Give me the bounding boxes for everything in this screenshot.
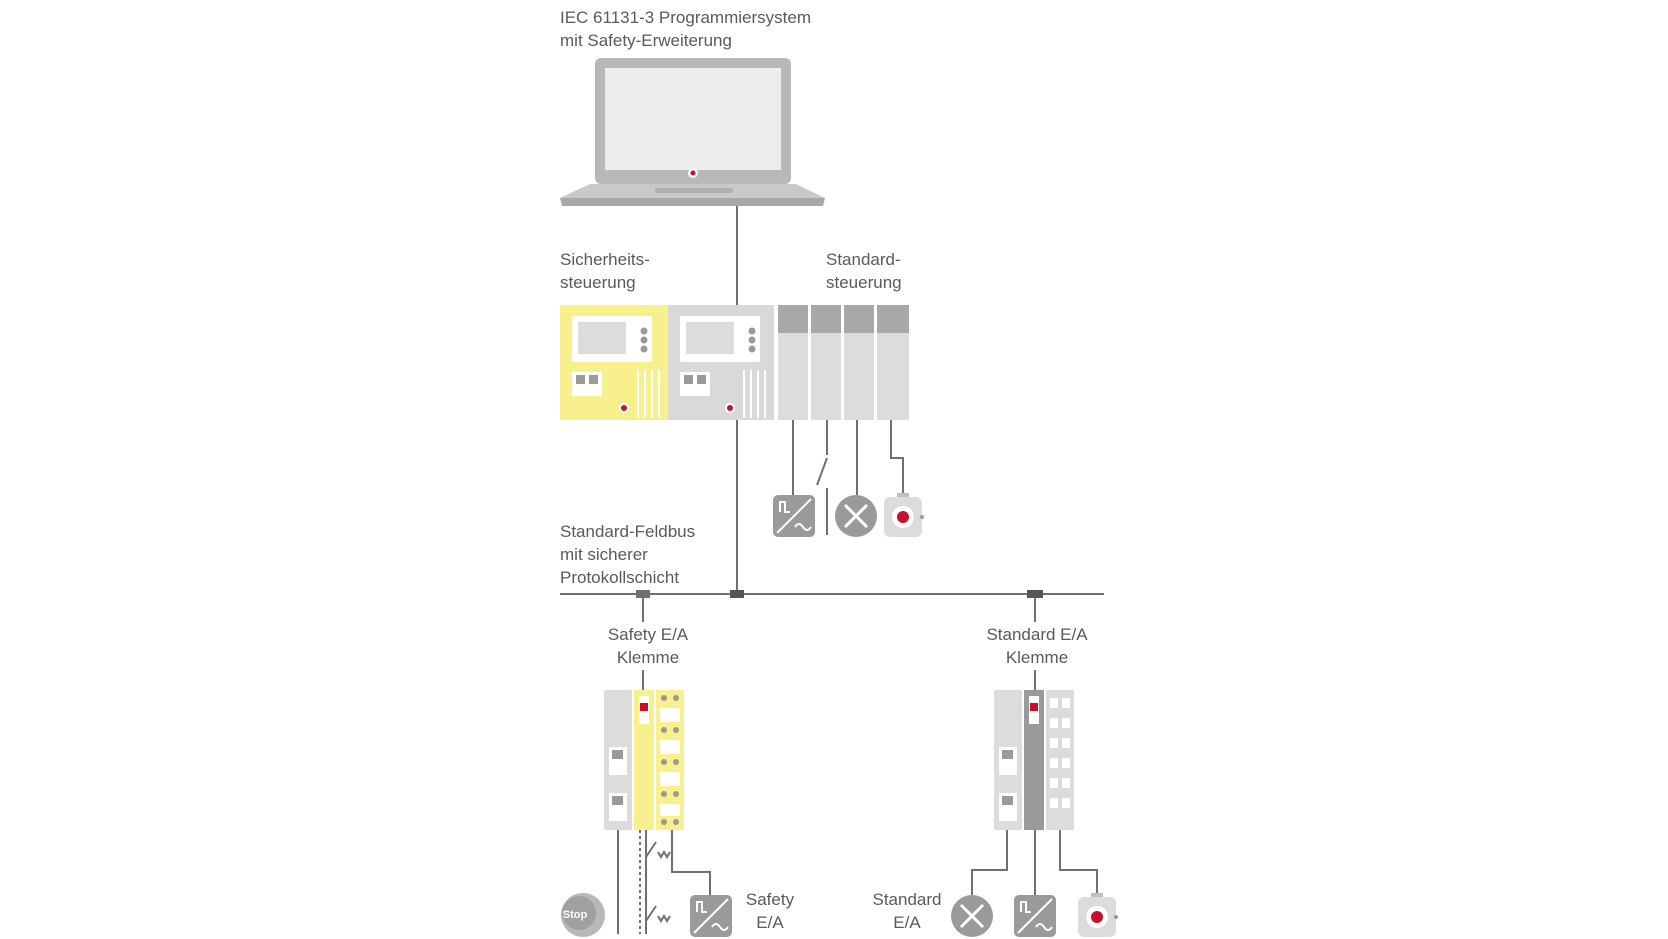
laptop-icon: [560, 58, 825, 206]
bus-connector-safety: [636, 590, 650, 598]
safety-io-terminal: [604, 690, 684, 830]
bus-connector-main: [730, 590, 744, 598]
standard-io-label: Standard E/A: [872, 890, 942, 932]
standard-terminal-label: Standard E/A Klemme: [986, 625, 1088, 667]
laptop-label: IEC 61131-3 Programmiersystem mit Safety…: [560, 8, 811, 50]
stop-text: Stop: [563, 909, 588, 921]
standard-lamp-icon: [951, 895, 993, 937]
standard-drive-icon: [1014, 895, 1056, 937]
bus-connector-standard: [1027, 590, 1043, 598]
standard-io-modules: [778, 305, 909, 420]
standard-io-terminal: [994, 690, 1074, 830]
safety-drive-icon: [690, 895, 732, 937]
standard-controller-cpu: [668, 305, 774, 420]
drive-icon: [773, 495, 815, 537]
safety-io-label: Safety E/A: [745, 890, 795, 932]
fieldbus-label: Standard-Feldbus mit sicherer Protokolls…: [560, 522, 696, 587]
lamp-icon: [835, 495, 877, 537]
connection-lines: [560, 206, 1104, 934]
safety-controller: [560, 305, 668, 420]
safety-switch-icons: [645, 841, 671, 923]
pushbutton-icon: [884, 493, 924, 537]
emergency-stop-icon: Stop: [561, 893, 605, 937]
safety-controller-label: Sicherheits- steuerung: [560, 250, 650, 292]
terminal-contacts: [661, 695, 679, 825]
standard-controller-label: Standard- steuerung: [826, 250, 902, 292]
safety-terminal-label: Safety E/A Klemme: [607, 625, 689, 667]
standard-pushbutton-icon: [1078, 893, 1118, 937]
